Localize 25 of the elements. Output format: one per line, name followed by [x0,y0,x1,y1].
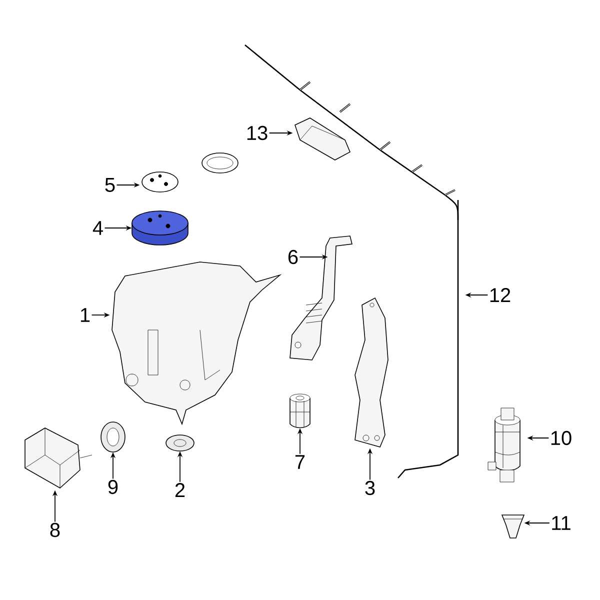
callout-number: 1 [80,308,90,322]
bracket-drawing [354,297,388,448]
sensor-pad-drawing [294,118,350,160]
hose-bracket-drawing [290,236,352,360]
callout-number: 4 [92,221,103,235]
tank-drawing [112,262,282,426]
callout-number: 13 [247,126,268,140]
callout-number: 3 [365,480,375,496]
gasket-drawing [142,152,238,192]
callout-number: 8 [50,522,60,538]
cap-drawing [132,210,188,246]
connector-drawing [290,394,310,428]
pump-drawing [488,408,520,482]
callout-number: 2 [175,483,185,497]
level-sensor-drawing [24,428,92,488]
callout-number: 12 [490,288,510,302]
callout-number: 7 [295,455,305,469]
grommet-drawing [100,422,126,452]
washer-drawing [166,434,194,452]
callout-number: 9 [108,480,118,494]
callout-number: 6 [288,250,298,264]
hose-drawing [398,200,459,478]
callout-number: 5 [105,178,115,192]
callout-number: 10 [551,430,572,446]
callout-number: 11 [552,516,570,530]
